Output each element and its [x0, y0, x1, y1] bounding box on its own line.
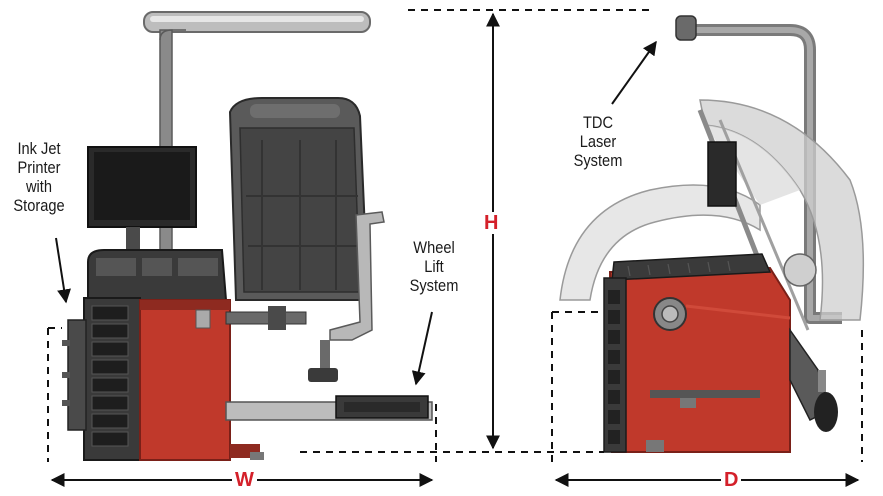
red-cabinet-body [139, 299, 231, 461]
tdc-laser-callout-label: TDC Laser System [562, 113, 634, 170]
side-view-machine [559, 15, 865, 453]
wheel-lift-callout-line-2: Lift [424, 257, 444, 276]
tdc-laser-callout-line-2: Laser [579, 132, 617, 151]
printer-storage [67, 319, 87, 431]
width-dimension-label: W [232, 469, 257, 491]
depth-dimension-label: D [721, 469, 742, 491]
wheel-lift-callout-line-3: System [409, 276, 459, 295]
printer-callout-label: Ink Jet Printer with Storage [5, 139, 72, 215]
printer-callout-line-3: with [25, 177, 52, 196]
printer-callout-arrow [55, 237, 71, 304]
wheel-lift-callout-label: Wheel Lift System [398, 238, 470, 295]
tdc-laser-callout-line-1: TDC [582, 113, 614, 132]
printer-callout-line-1: Ink Jet [17, 139, 61, 158]
wheel-lift-callout-line-1: Wheel [413, 238, 455, 257]
tdc-laser-callout-arrow [611, 40, 657, 105]
tdc-laser-callout-line-3: System [573, 151, 623, 170]
height-dimension-label: H [481, 212, 502, 234]
dimension-lines [47, 9, 863, 487]
balancer-shaft [225, 311, 307, 325]
wheel-lift-callout-arrow [411, 311, 433, 386]
printer-callout-line-4: Storage [13, 196, 65, 215]
printer-callout-line-2: Printer [17, 158, 61, 177]
front-view-machine [62, 11, 433, 461]
side-red-body [608, 266, 791, 453]
